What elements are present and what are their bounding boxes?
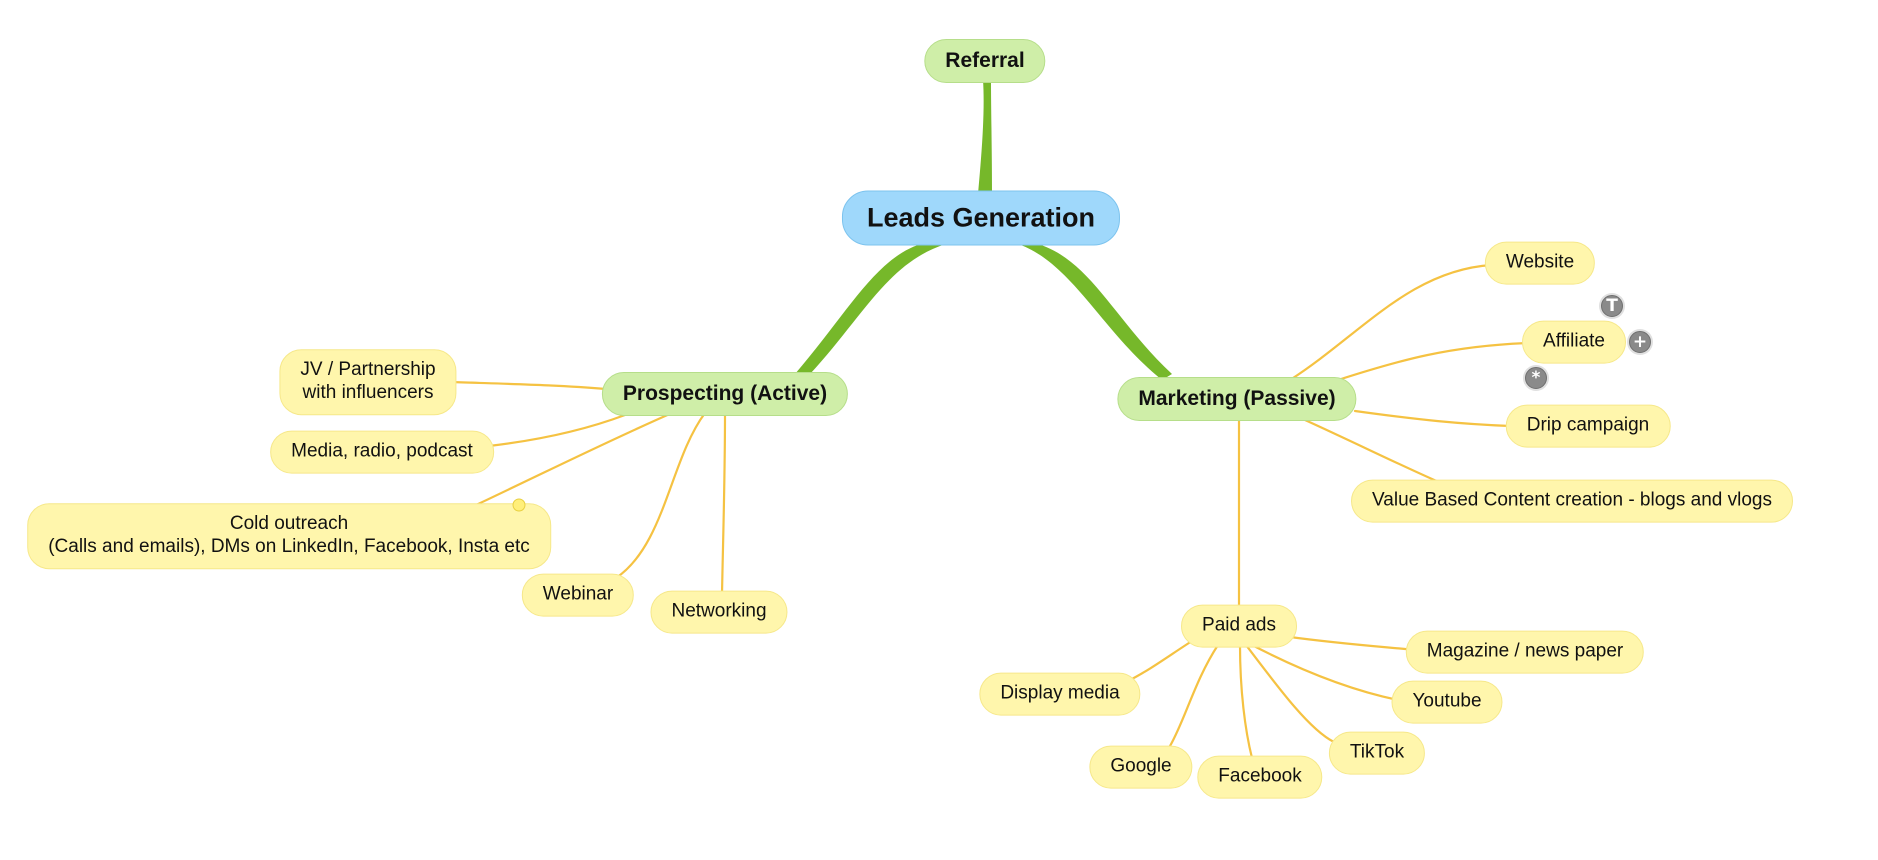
link-display-media [1126,639,1194,683]
link-facebook [1238,643,1254,760]
subtopic-drip-campaign[interactable]: Drip campaign [1505,404,1671,448]
link-website [1288,263,1494,382]
branch-line-referral [978,80,992,194]
subtopic-webinar[interactable]: Webinar [521,573,635,617]
subtopic-facebook[interactable]: Facebook [1197,755,1323,799]
topic-prospecting[interactable]: Prospecting (Active) [601,372,849,416]
link-magazine-news-paper [1288,635,1415,652]
subtopic-google[interactable]: Google [1089,745,1193,789]
subtopic-tiktok[interactable]: TikTok [1328,731,1426,775]
branch-line-prospecting [795,242,946,374]
link-tiktok [1244,643,1336,744]
link-networking [720,411,727,596]
link-media-radio-podcast [487,413,627,448]
link-google [1168,643,1220,748]
subtopic-networking[interactable]: Networking [650,590,788,634]
subtopic-media-radio-podcast[interactable]: Media, radio, podcast [270,430,494,474]
topic-referral[interactable]: Referral [924,39,1046,83]
resize-handle[interactable] [512,498,526,512]
subtopic-display-media[interactable]: Display media [979,672,1141,716]
task-marker-icon[interactable]: T [1601,295,1623,317]
link-value-based-content [1303,418,1450,488]
subtopic-affiliate[interactable]: Affiliate [1522,320,1626,364]
subtopic-magazine-news-paper[interactable]: Magazine / news paper [1405,630,1645,674]
link-youtube [1250,643,1400,702]
subtopic-website[interactable]: Website [1484,241,1596,285]
link-jv-partnership [450,380,608,391]
central-topic[interactable]: Leads Generation [841,190,1121,246]
subtopic-youtube[interactable]: Youtube [1391,680,1503,724]
link-affiliate [1336,341,1530,382]
subtopic-paid-ads[interactable]: Paid ads [1181,604,1297,648]
link-drip-campaign [1353,409,1512,428]
link-cold-outreach [474,411,674,507]
add-node-icon[interactable]: + [1629,331,1651,353]
subtopic-cold-outreach[interactable]: Cold outreach (Calls and emails), DMs on… [27,503,551,569]
link-webinar [614,411,707,580]
subtopic-value-based-content[interactable]: Value Based Content creation - blogs and… [1351,479,1793,523]
asterisk-icon[interactable]: * [1525,367,1547,389]
branch-line-marketing [1012,242,1172,380]
subtopic-jv-partnership[interactable]: JV / Partnership with influencers [279,349,457,415]
topic-marketing[interactable]: Marketing (Passive) [1117,377,1357,421]
